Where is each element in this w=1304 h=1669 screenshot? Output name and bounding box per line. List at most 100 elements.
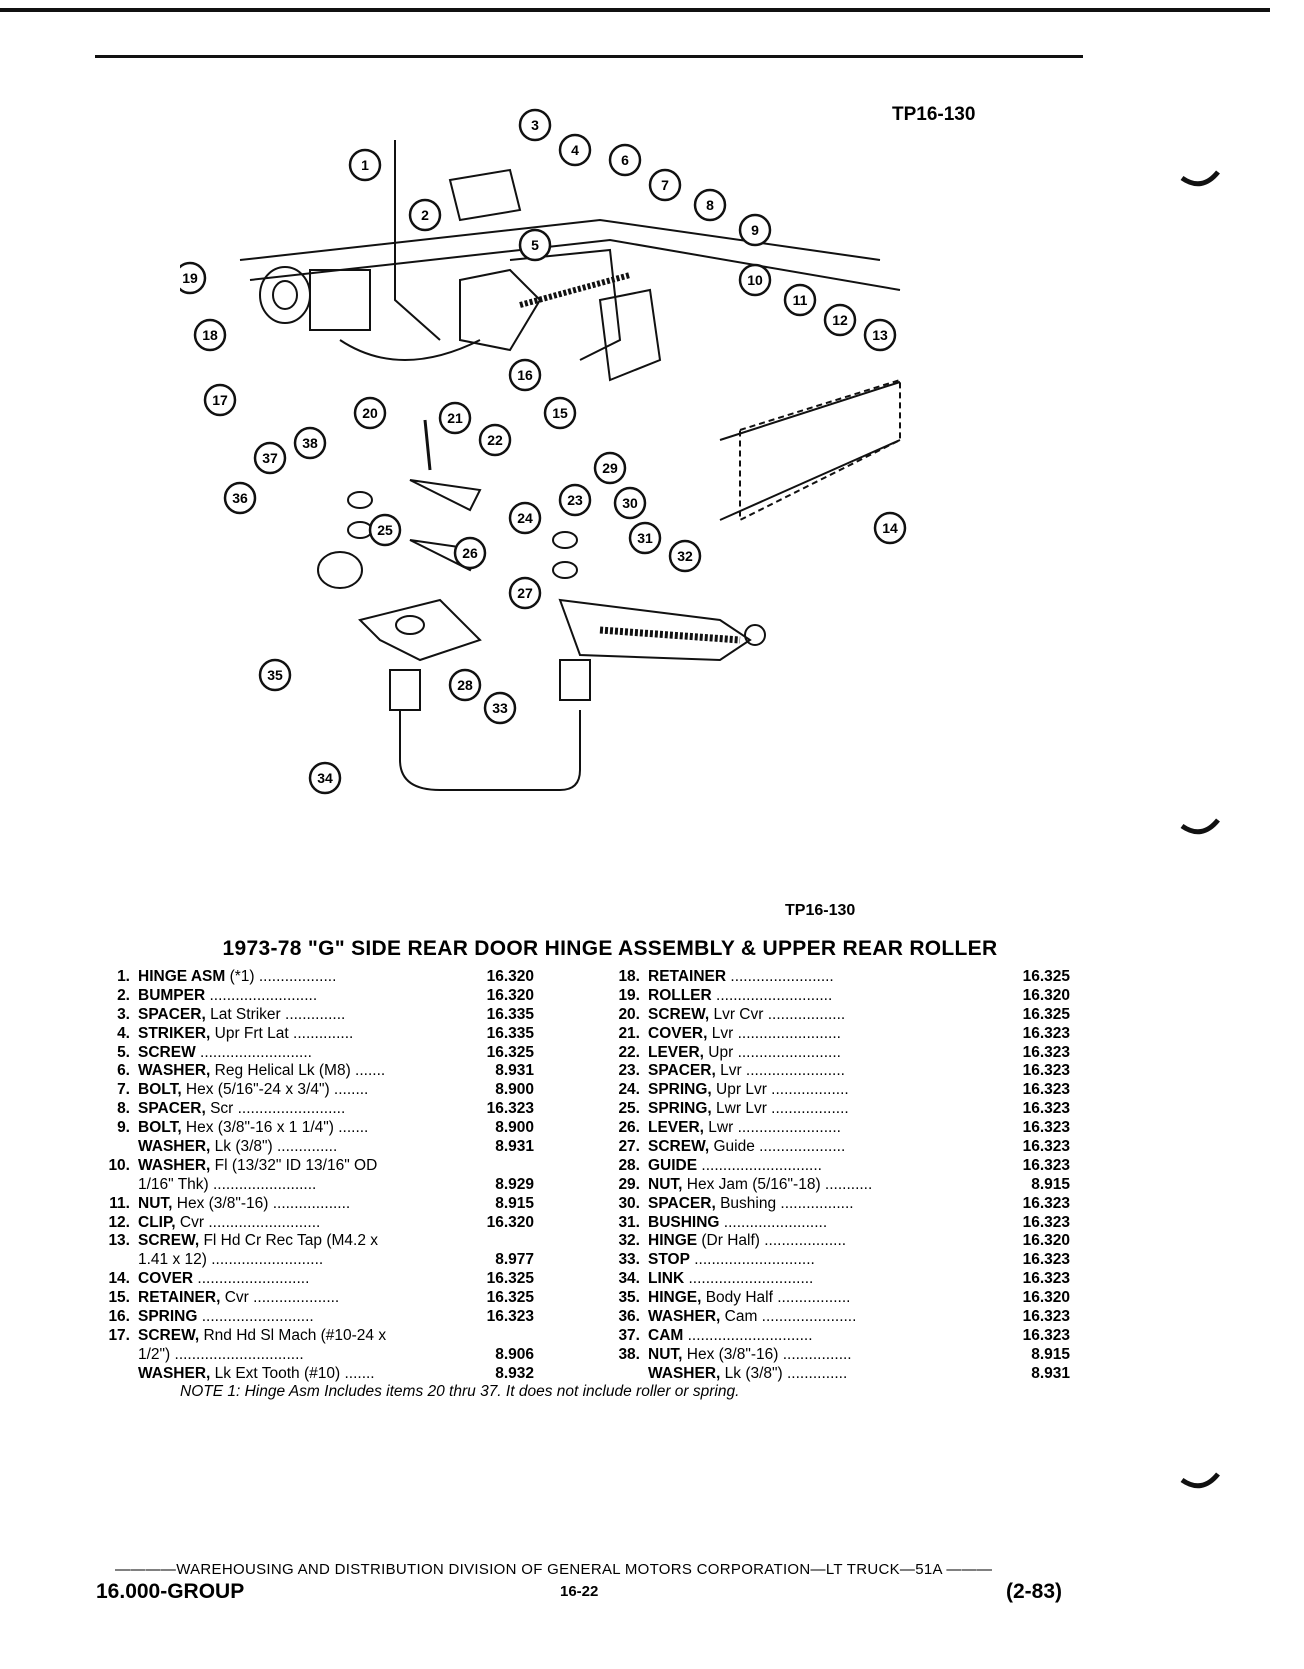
parts-list-row: 7.BOLT, Hex (5/16"-24 x 3/4") ........8.…: [95, 1081, 534, 1100]
item-name: COVER,: [648, 1024, 708, 1042]
item-description: SCREW, Guide ....................: [648, 1138, 1004, 1157]
callout-number: 21: [447, 410, 463, 426]
item-number: 6.: [117, 1062, 130, 1080]
parts-note: NOTE 1: Hinge Asm Includes items 20 thru…: [180, 1383, 740, 1400]
item-name: ROLLER: [648, 986, 712, 1004]
callout-2: 2: [408, 198, 442, 232]
item-group-ref: 16.323: [1022, 1043, 1070, 1061]
item-detail: 1/16" Thk) ........................: [138, 1175, 317, 1193]
callout-number: 17: [212, 392, 228, 408]
item-description: WASHER, Lk Ext Tooth (#10) .......: [138, 1365, 466, 1384]
parts-list-row: 27.SCREW, Guide ....................16.3…: [605, 1138, 1070, 1157]
item-group-ref: 16.325: [1022, 968, 1070, 985]
item-description: NUT, Hex (3/8"-16) ................: [648, 1346, 1004, 1365]
parts-list-row: 5.SCREW ..........................16.325: [95, 1044, 534, 1063]
parts-list-row: 11.NUT, Hex (3/8"-16) ..................…: [95, 1195, 534, 1214]
parts-list-row: 17.SCREW, Rnd Hd Sl Mach (#10-24 x: [95, 1327, 534, 1346]
item-name: NUT,: [138, 1194, 173, 1212]
callout-9: 9: [738, 213, 772, 247]
item-name: LEVER,: [648, 1043, 704, 1061]
item-description: 1/16" Thk) ........................: [138, 1176, 466, 1195]
item-number: 31.: [618, 1213, 640, 1231]
callout-14: 14: [873, 511, 907, 545]
item-name: WASHER,: [648, 1364, 721, 1382]
callout-number: 18: [202, 327, 218, 343]
parts-list-row: 4.STRIKER, Upr Frt Lat ..............16.…: [95, 1025, 534, 1044]
figure-label-top: TP16-130: [892, 104, 976, 125]
parts-list-row: 29.NUT, Hex Jam (5/16"-18) ...........8.…: [605, 1176, 1070, 1195]
callout-number: 36: [232, 490, 248, 506]
item-group-ref: 16.323: [486, 1100, 534, 1118]
item-number: 23.: [618, 1062, 640, 1080]
callout-27: 27: [508, 576, 542, 610]
callout-number: 23: [567, 492, 583, 508]
item-group-ref: 16.323: [1022, 1308, 1070, 1326]
item-name: SPRING,: [648, 1081, 712, 1099]
item-detail: Guide ....................: [709, 1138, 846, 1156]
item-group-ref: 16.320: [486, 1213, 534, 1231]
item-name: STRIKER,: [138, 1024, 211, 1042]
item-description: WASHER, Reg Helical Lk (M8) .......: [138, 1062, 466, 1081]
item-name: WASHER,: [138, 1062, 211, 1080]
parts-list-row: 25.SPRING, Lwr Lvr ..................16.…: [605, 1100, 1070, 1119]
item-detail: Reg Helical Lk (M8) .......: [210, 1062, 386, 1080]
item-number: 26.: [618, 1119, 640, 1137]
callout-37: 37: [253, 441, 287, 475]
parts-list-row: 13.SCREW, Fl Hd Cr Rec Tap (M4.2 x: [95, 1232, 534, 1251]
callout-number: 6: [621, 152, 629, 168]
callout-25: 25: [368, 513, 402, 547]
parts-list-row: 36.WASHER, Cam ......................16.…: [605, 1308, 1070, 1327]
callout-11: 11: [783, 283, 817, 317]
item-number: 33.: [618, 1251, 640, 1269]
item-description: RETAINER ........................: [648, 968, 1004, 987]
item-description: NUT, Hex Jam (5/16"-18) ...........: [648, 1176, 1004, 1195]
item-number: 30.: [618, 1194, 640, 1212]
item-description: LEVER, Upr ........................: [648, 1044, 1004, 1063]
callout-number: 30: [622, 495, 638, 511]
callout-7: 7: [648, 168, 682, 202]
item-group-ref: 16.335: [486, 1024, 534, 1042]
item-name: BUMPER: [138, 986, 206, 1004]
item-number: 27.: [618, 1138, 640, 1156]
callout-number: 24: [517, 510, 533, 526]
item-description: SPACER, Bushing .................: [648, 1195, 1004, 1214]
item-detail: (Dr Half) ...................: [697, 1232, 847, 1250]
item-detail: Hex (5/16"-24 x 3/4") ........: [181, 1081, 369, 1099]
item-number: 2.: [117, 986, 130, 1004]
parts-list-row: 20.SCREW, Lvr Cvr ..................16.3…: [605, 1006, 1070, 1025]
item-description: SPACER, Lvr .......................: [648, 1062, 1004, 1081]
item-name: SPACER,: [138, 1005, 206, 1023]
item-name: NUT,: [648, 1345, 683, 1363]
item-name: SPRING,: [648, 1100, 712, 1118]
callout-number: 20: [362, 405, 378, 421]
callout-number: 5: [531, 237, 539, 253]
item-detail: Hex Jam (5/16"-18) ...........: [682, 1175, 873, 1193]
callout-number: 4: [571, 142, 579, 158]
item-name: CAM: [648, 1326, 684, 1344]
callout-32: 32: [668, 539, 702, 573]
item-number: 1.: [117, 968, 130, 985]
item-number: 10.: [108, 1156, 130, 1174]
item-number: 14.: [108, 1270, 130, 1288]
callout-8: 8: [693, 188, 727, 222]
item-group-ref: 8.900: [495, 1119, 534, 1137]
parts-list-row: 28.GUIDE ............................16.…: [605, 1157, 1070, 1176]
parts-list-right: 18.RETAINER ........................16.3…: [605, 968, 1070, 1384]
item-group-ref: 16.323: [1022, 1213, 1070, 1231]
item-description: NUT, Hex (3/8"-16) ..................: [138, 1195, 466, 1214]
callout-number: 8: [706, 197, 714, 213]
item-group-ref: [466, 1157, 534, 1176]
item-number: 12.: [108, 1213, 130, 1231]
item-detail: Cvr ....................: [220, 1289, 340, 1307]
callout-number: 25: [377, 522, 393, 538]
item-name: SPACER,: [648, 1062, 716, 1080]
callout-number: 9: [751, 222, 759, 238]
item-description: STRIKER, Upr Frt Lat ..............: [138, 1025, 466, 1044]
item-name: BOLT,: [138, 1119, 182, 1137]
item-name: HINGE: [648, 1232, 698, 1250]
item-number: 17.: [108, 1326, 130, 1344]
item-number: 38.: [618, 1345, 640, 1363]
parts-list-row: 26.LEVER, Lwr ........................16…: [605, 1119, 1070, 1138]
item-detail: Hex (3/8"-16) ..................: [172, 1194, 351, 1212]
